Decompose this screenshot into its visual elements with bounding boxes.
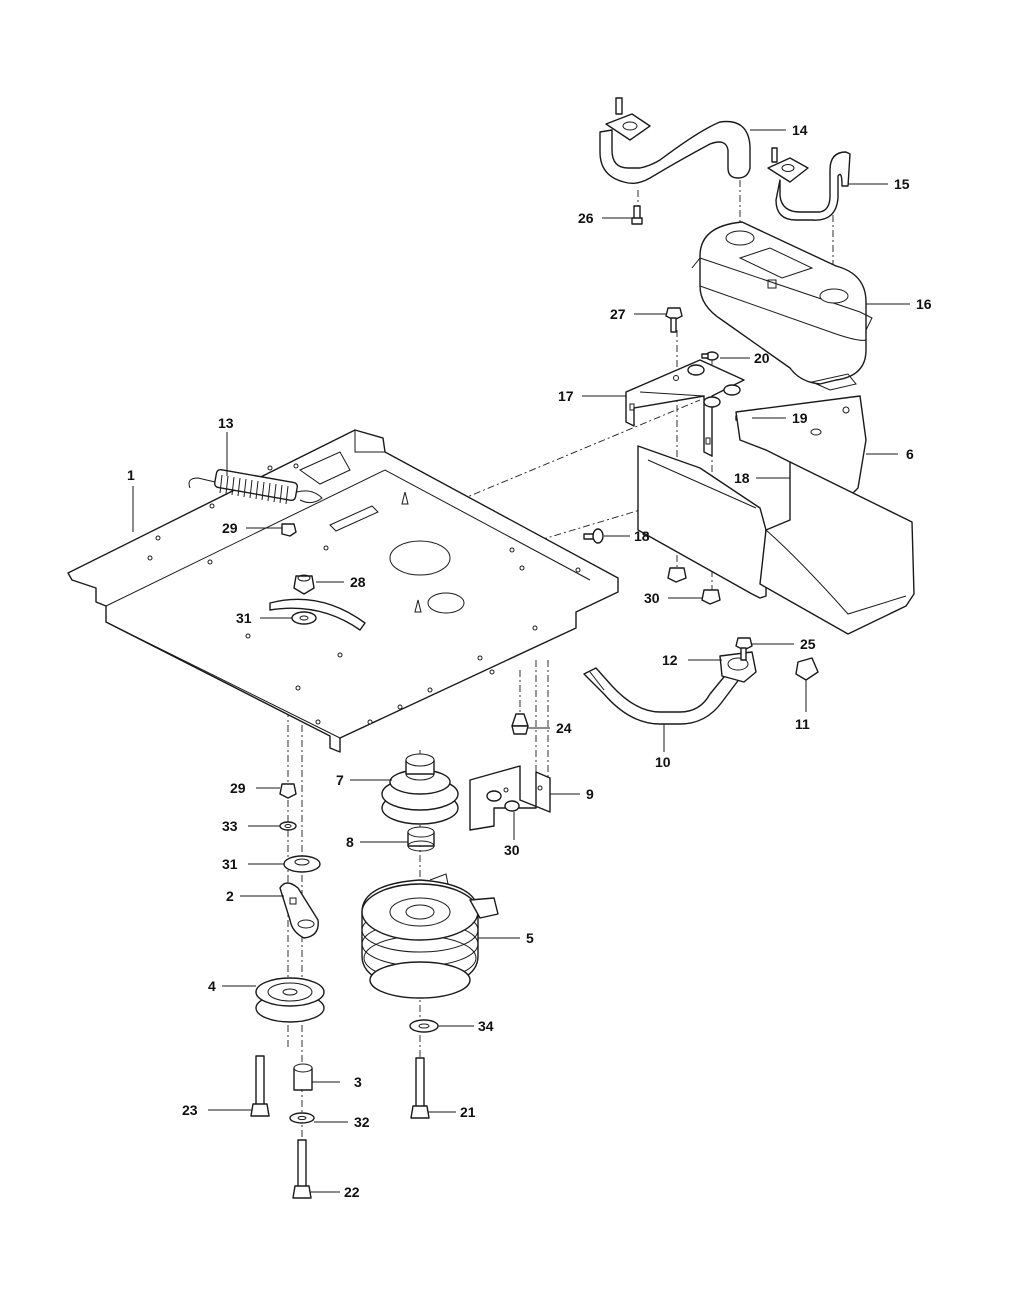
callout-14: 14 [792,122,808,138]
nut-29-top [281,523,297,537]
callout-2: 2 [226,888,234,904]
callout-13: 13 [218,415,234,431]
pulley-4 [255,977,325,1023]
bolt-18 [583,528,604,544]
nut-29-bottom [279,783,297,799]
callout-1: 1 [127,467,135,483]
bracket-9 [469,765,551,831]
washer-33 [279,821,297,831]
callout-21: 21 [460,1104,476,1120]
callout-31-top: 31 [236,610,252,626]
muffler [691,221,873,391]
callout-28: 28 [350,574,366,590]
callout-12: 12 [662,652,678,668]
bolt-25 [735,637,753,661]
bolt-26 [631,205,643,225]
bracket-17 [625,359,745,457]
cap-11 [795,657,819,681]
spacer-8 [407,826,435,852]
bolt-22 [292,1139,312,1199]
callout-19: 19 [792,410,808,426]
callout-8: 8 [346,834,354,850]
clamp-12 [719,651,757,683]
washer-34 [409,1019,439,1033]
spring [188,468,323,505]
callout-4: 4 [208,978,216,994]
bolt-21 [410,1057,430,1119]
bolt-23 [250,1055,270,1117]
callout-18-right: 18 [734,470,750,486]
bolt-20 [701,351,719,361]
callout-34: 34 [478,1018,494,1034]
callout-6: 6 [906,446,914,462]
callout-10: 10 [655,754,671,770]
bolt-24 [511,713,529,735]
callout-22: 22 [344,1184,360,1200]
nut-28 [293,574,315,595]
nut-30-b [701,589,721,605]
callout-16: 16 [916,296,932,312]
callout-33: 33 [222,818,238,834]
callout-23: 23 [182,1102,198,1118]
callout-24: 24 [556,720,572,736]
hose-14 [599,97,751,185]
washer-32 [289,1112,315,1124]
washer-31-bottom [283,855,321,873]
shield-18 [637,445,915,635]
callout-18-left: 18 [634,528,650,544]
washer-31-top [291,611,317,625]
callout-7: 7 [336,772,344,788]
callout-30-right: 30 [644,590,660,606]
clutch-5 [361,873,499,999]
callout-5: 5 [526,930,534,946]
tube-10 [583,667,745,725]
callout-17: 17 [558,388,574,404]
callout-30-left: 30 [504,842,520,858]
callout-labels: 1 13 29 28 31 14 15 26 16 27 20 17 19 6 … [127,122,932,1200]
callout-20: 20 [754,350,770,366]
callout-25: 25 [800,636,816,652]
callout-11: 11 [795,716,810,732]
hose-15 [767,147,851,221]
callout-26: 26 [578,210,594,226]
callout-29-bottom: 29 [230,780,246,796]
leader-lines [132,129,910,1193]
callout-29-top: 29 [222,520,238,536]
callout-32: 32 [354,1114,370,1130]
pulley-7 [381,753,459,825]
callout-9: 9 [586,786,594,802]
mounting-plate [67,429,619,753]
arm-2 [279,882,319,939]
callout-27: 27 [610,306,626,322]
callout-31-bottom: 31 [222,856,238,872]
callout-3: 3 [354,1074,362,1090]
spacer-3 [293,1063,313,1091]
bolt-27 [665,307,683,333]
callout-15: 15 [894,176,910,192]
nut-30-a [667,567,687,583]
